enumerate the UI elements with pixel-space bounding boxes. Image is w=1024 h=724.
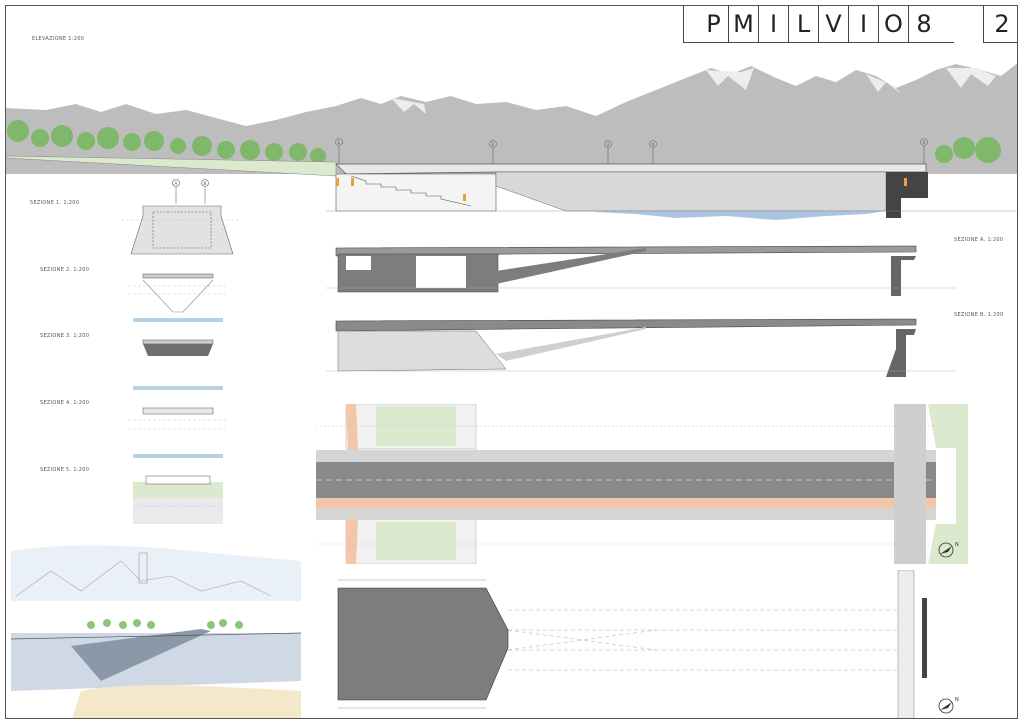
section-5-drawing xyxy=(133,475,223,524)
person-figure-2 xyxy=(351,178,354,186)
section-markers xyxy=(335,138,928,164)
title-letter-4: L xyxy=(789,6,819,42)
north-arrow-circle-2 xyxy=(938,698,954,714)
mountain-range xyxy=(6,63,1017,174)
marker-1: 1 xyxy=(338,140,341,145)
stairs xyxy=(350,175,472,207)
river-cut xyxy=(495,171,887,212)
sheet-number: 2 xyxy=(994,10,1010,38)
bike-lane xyxy=(316,498,936,508)
marker-5: 5 xyxy=(923,140,926,145)
section-1-label: SEZIONE 1. 1:200 xyxy=(30,200,80,206)
title-letter-3: I xyxy=(759,6,789,42)
north-arrow-circle xyxy=(938,542,954,558)
plaza-block xyxy=(335,173,497,212)
river-water xyxy=(596,211,886,220)
title-letter-6: I xyxy=(849,6,879,42)
tree-row-left xyxy=(7,120,326,164)
section-a-label: SEZIONE A. 1:200 xyxy=(954,237,1004,243)
person-figure-4 xyxy=(904,178,907,186)
section-5-label: SEZIONE 5. 1:200 xyxy=(40,467,90,473)
right-abutment xyxy=(886,172,928,218)
person-figure-1 xyxy=(336,178,339,186)
title-letter-7: O xyxy=(879,6,909,42)
north-label-plaza: N xyxy=(955,697,959,703)
section-2-drawing xyxy=(128,273,228,322)
section-2-label: SEZIONE 2. 1:200 xyxy=(40,267,90,273)
perspective-sketch xyxy=(11,545,301,718)
title-letter-2: M xyxy=(729,6,759,42)
sheet-number-box: 2 xyxy=(983,6,1017,43)
title-letter-1: P xyxy=(699,6,729,42)
section-a-drawing xyxy=(326,245,956,296)
plaza-slab xyxy=(337,587,509,701)
person-figure-3 xyxy=(463,194,466,201)
elevation-drawing: 1 2 3 4 5 xyxy=(6,63,1017,220)
section-3-drawing xyxy=(133,339,223,390)
marker-4: 4 xyxy=(652,142,655,147)
plaza-plan: N xyxy=(337,570,959,718)
section-3-label: SEZIONE 3. 1:200 xyxy=(40,333,90,339)
tree-row-right xyxy=(935,137,1001,163)
section-marker-b: B xyxy=(204,181,207,186)
marker-2: 2 xyxy=(492,142,495,147)
north-label-plan: N xyxy=(955,542,959,548)
section-b-drawing xyxy=(326,318,956,377)
elevation-label: ELEVAZIONE 1:200 xyxy=(32,36,85,42)
section-marker-a: A xyxy=(175,181,178,186)
section-4-label: SEZIONE 4. 1:200 xyxy=(40,400,90,406)
section-b-label: SEZIONE B. 1:200 xyxy=(954,312,1004,318)
section-1-drawing: A B xyxy=(121,179,241,255)
title-letter-8: 8 xyxy=(916,10,932,38)
section-4-drawing xyxy=(128,407,228,458)
title-letter-5: V xyxy=(819,6,849,42)
bridge-plan: N xyxy=(316,404,968,564)
marker-3: 3 xyxy=(607,142,610,147)
